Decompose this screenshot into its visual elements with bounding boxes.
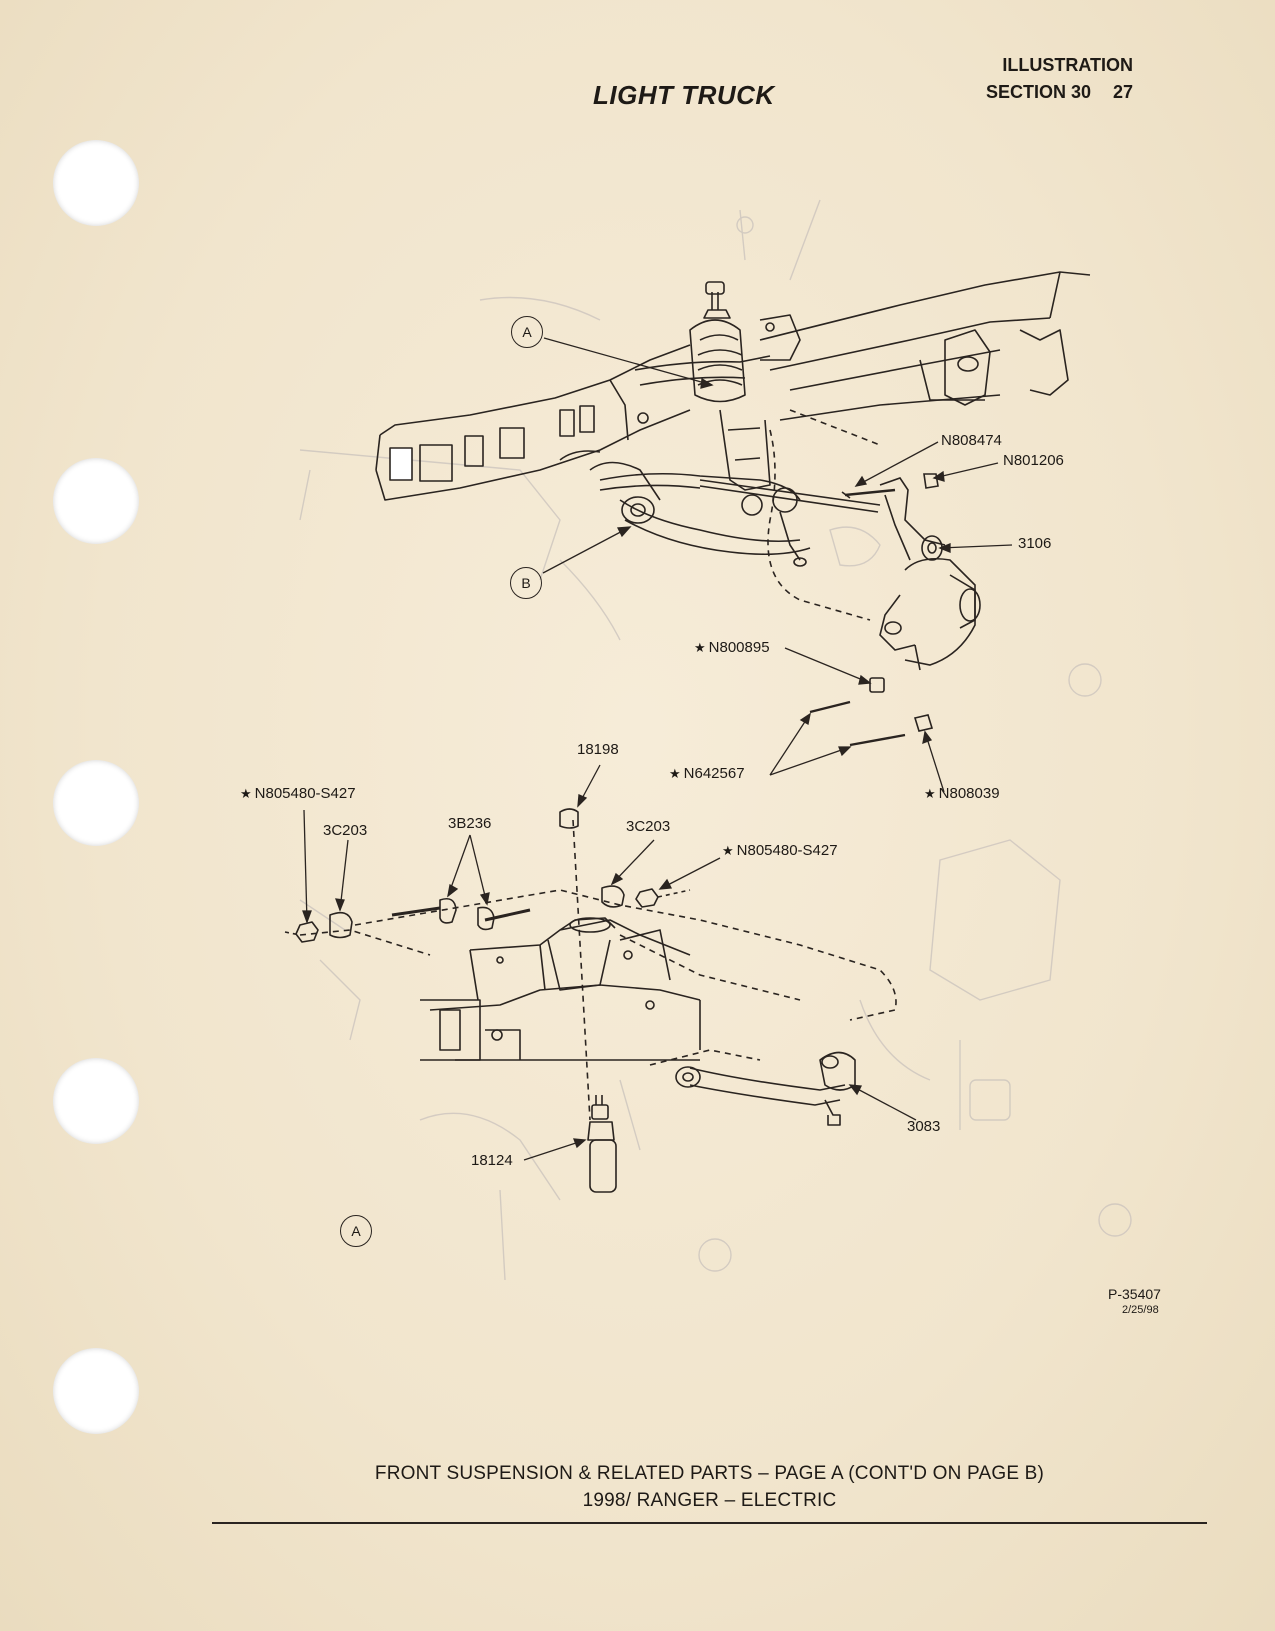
- callout-n808039: ★N808039: [924, 785, 1000, 802]
- callout-n805480-right: ★N805480-S427: [722, 842, 838, 859]
- callout-3c203-left: 3C203: [323, 822, 368, 839]
- star-icon: ★: [722, 843, 734, 858]
- steering-knuckle: [809, 473, 981, 747]
- frame-assembly-upper: [375, 271, 1091, 621]
- reference-circle-a: A: [511, 316, 543, 348]
- callout-3b236: 3B236: [448, 815, 492, 832]
- callout-18198: 18198: [577, 741, 619, 758]
- callout-n805480-left: ★N805480-S427: [240, 785, 356, 802]
- callout-n801206: N801206: [1003, 452, 1064, 469]
- binder-hole: [53, 1058, 139, 1144]
- footer-rule: [212, 1522, 1207, 1524]
- star-icon: ★: [924, 786, 936, 801]
- binder-hole: [53, 140, 139, 226]
- section-header: ILLUSTRATION SECTION 30 27: [986, 52, 1133, 106]
- star-icon: ★: [694, 640, 706, 655]
- callout-n642567: ★N642567: [669, 765, 745, 782]
- callout-n808474: N808474: [941, 432, 1002, 449]
- frame-assembly-lower: [284, 808, 897, 1193]
- binder-hole: [53, 458, 139, 544]
- caption-line-1: FRONT SUSPENSION & RELATED PARTS – PAGE …: [374, 1463, 1045, 1484]
- illustration-label: ILLUSTRATION: [1002, 55, 1133, 75]
- callout-18124: 18124: [471, 1152, 513, 1169]
- binder-hole: [53, 760, 139, 846]
- section-label: SECTION 30: [985, 82, 1091, 102]
- page-title: LIGHT TRUCK: [593, 80, 775, 110]
- illustration-id: P-35407: [1108, 1286, 1161, 1302]
- callout-n800895: ★N800895: [694, 639, 770, 656]
- illustration-date: 2/25/98: [1122, 1304, 1159, 1316]
- star-icon: ★: [240, 786, 252, 801]
- reference-circle-b: B: [510, 567, 542, 599]
- caption-line-2: 1998/ RANGER – ELECTRIC: [582, 1490, 837, 1511]
- binder-hole: [53, 1348, 139, 1434]
- page-number: 27: [1112, 82, 1133, 102]
- star-icon: ★: [669, 766, 681, 781]
- leader-lines: [302, 337, 1013, 1161]
- callout-3106: 3106: [1018, 535, 1052, 552]
- callout-3083: 3083: [907, 1118, 941, 1135]
- reference-circle-a-lower: A: [340, 1215, 372, 1247]
- callout-3c203-right: 3C203: [626, 818, 671, 835]
